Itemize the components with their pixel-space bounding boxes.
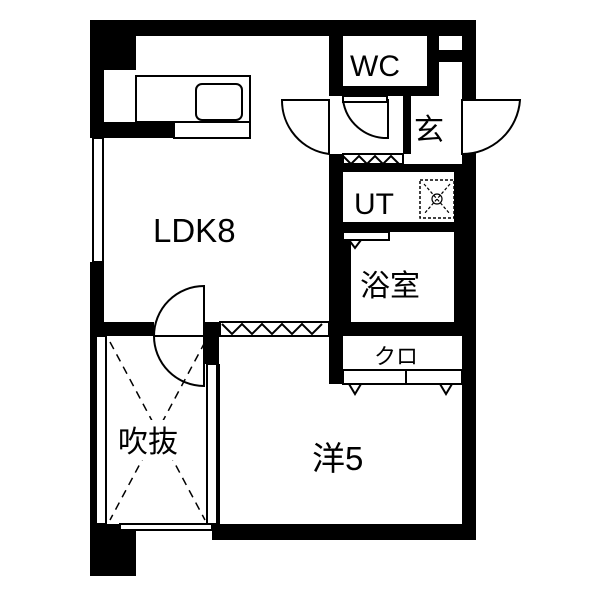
room-label-wc: WC: [350, 50, 400, 83]
closet-doors: [342, 369, 463, 396]
bath-door: [342, 231, 390, 250]
windows: [92, 137, 218, 531]
room-label-utility: UT: [354, 188, 394, 221]
room-label-closet: クロ: [374, 344, 418, 369]
room-label-entrance: 玄: [414, 114, 444, 147]
door-ldk-bedroom: [152, 284, 205, 388]
room-label-ldk: LDK8: [153, 212, 236, 249]
sliding-door-ut: [342, 153, 404, 166]
sliding-door-bedroom: [219, 321, 330, 337]
room-label-bath: 浴室: [360, 270, 420, 303]
room-label-void: 吹抜: [118, 426, 178, 459]
room-label-western: 洋5: [312, 440, 363, 477]
door-entrance-left: [280, 99, 330, 156]
kitchen-counter: [135, 75, 251, 139]
door-entrance-right: [461, 99, 522, 156]
washer-icon: [419, 179, 455, 219]
door-wc: [342, 95, 389, 140]
